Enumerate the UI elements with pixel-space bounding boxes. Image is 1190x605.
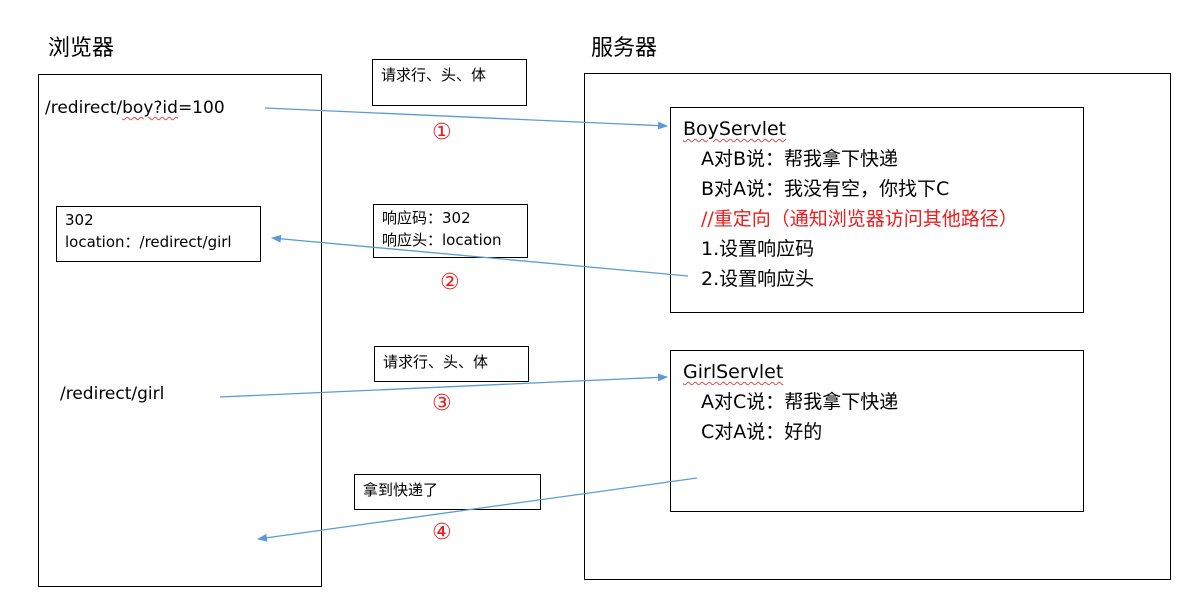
response-code-text: 响应码：302 [382,209,471,227]
server-title: 服务器 [591,36,658,61]
boy-servlet-line-2: B对A说：我没有空，你找下C [701,178,950,200]
girl-servlet-line-1: A对C说：帮我拿下快递 [701,391,899,413]
response-box: 响应码：302 响应头：location [373,204,528,258]
girl-servlet-name: GirlServlet [683,361,784,383]
status-code-text: 302 [65,211,94,229]
arrow-request-boy [264,107,668,130]
arrow-final-response [257,477,698,542]
boy-servlet-name: BoyServlet [683,118,787,140]
browser-title: 浏览器 [48,36,115,61]
step-2-marker: ② [440,270,460,295]
redirect-info-box: 302 location：/redirect/girl [56,206,261,262]
server-panel [584,73,1171,580]
step-3-marker: ③ [432,391,452,416]
step-1-marker: ① [432,120,452,145]
arrow-request-girl [219,373,668,398]
boy-request-url: /redirect/boy?id=100 [45,98,225,118]
request-box-1: 请求行、头、体 [372,59,527,106]
step-4-marker: ④ [432,520,452,545]
arrow-redirect-response [271,234,689,277]
response-header-text: 响应头：location [382,231,502,249]
boy-servlet-step-2: 2.设置响应头 [701,268,815,290]
redirect-comment: //重定向（通知浏览器访问其他路径） [701,208,1018,230]
boy-servlet-step-1: 1.设置响应码 [701,238,815,260]
location-text: location：/redirect/girl [65,233,232,251]
girl-servlet-line-2: C对A说：好的 [701,421,823,443]
girl-servlet-box: GirlServlet A对C说：帮我拿下快递 C对A说：好的 [670,350,1084,512]
girl-request-url: /redirect/girl [60,384,165,404]
browser-panel [38,74,322,587]
request-box-2: 请求行、头、体 [374,346,529,382]
boy-servlet-line-1: A对B说：帮我拿下快递 [701,148,899,170]
boy-servlet-box: BoyServlet A对B说：帮我拿下快递 B对A说：我没有空，你找下C //… [670,107,1084,313]
